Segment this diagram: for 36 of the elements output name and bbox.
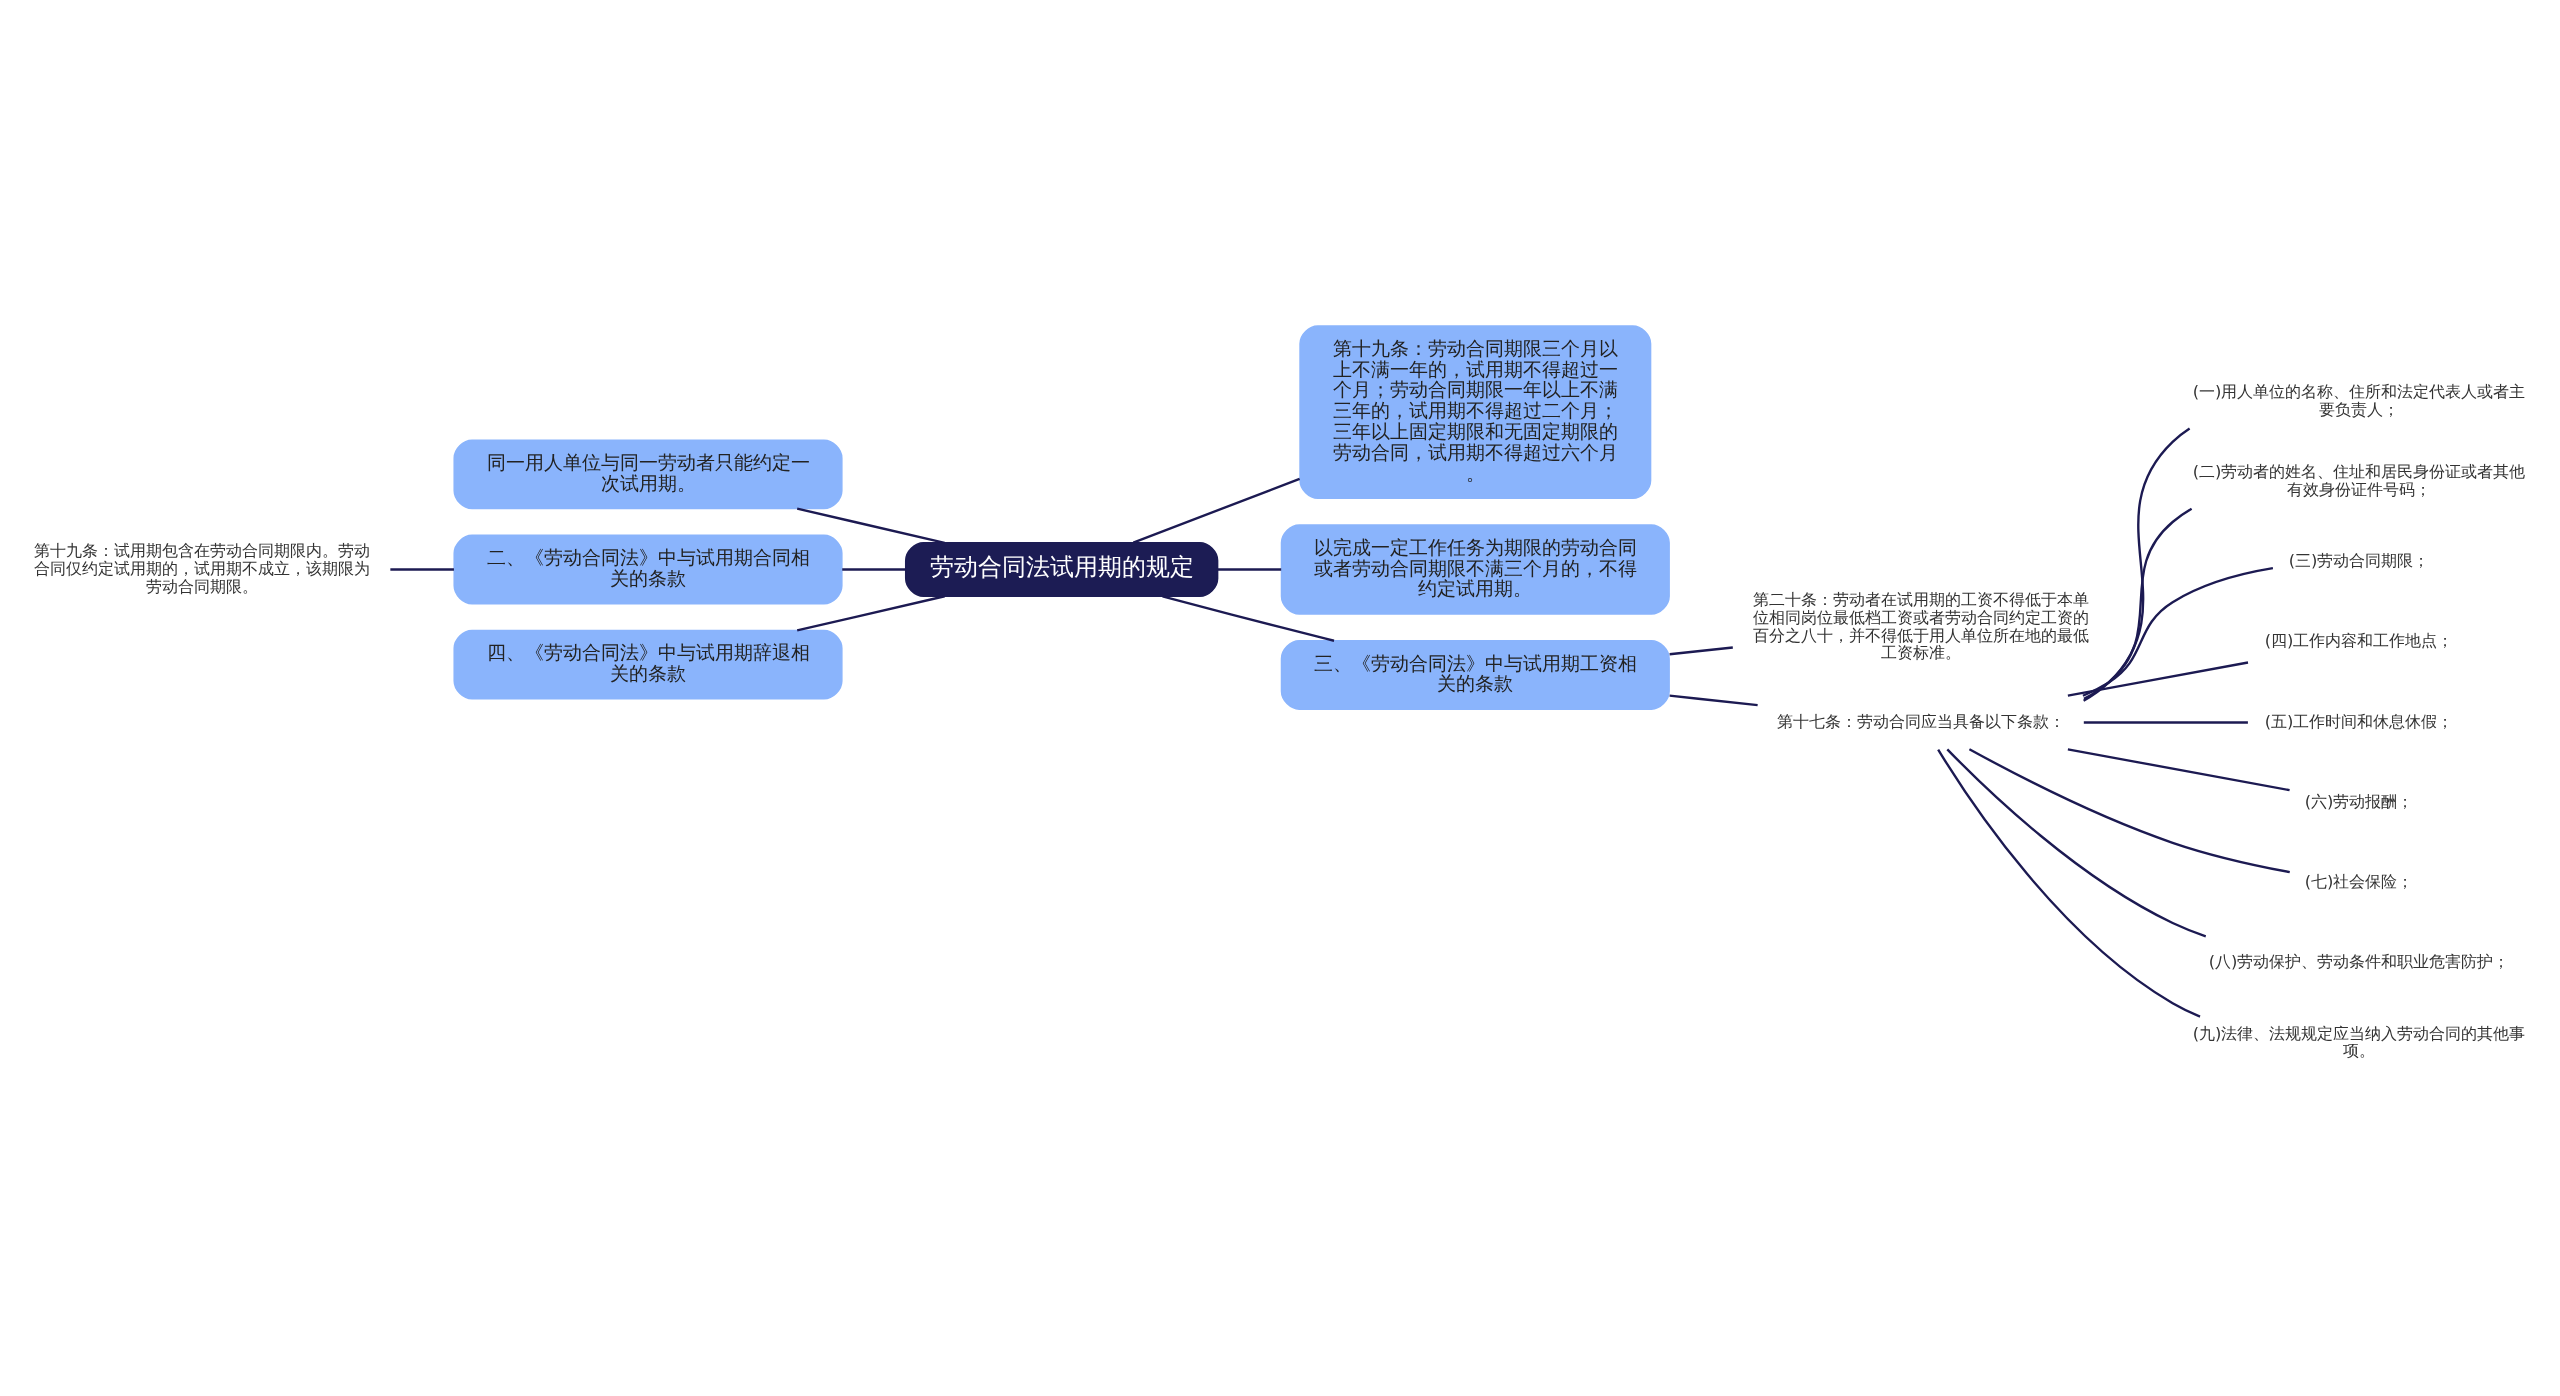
connector — [2083, 721, 2248, 724]
connector — [1669, 646, 1733, 656]
connector — [796, 507, 945, 544]
connector — [390, 568, 454, 571]
node-text: (八)劳动保护、劳动条件和职业危害防护； — [2208, 952, 2510, 972]
node-box: 第十九条：劳动合同期限三个月以上不满一年的，试用期不得超过一个月；劳动合同期限一年以上不满三年的，试用期不得超过二个月；三年以上固定期限和无固定期限的劳动合同，试用期不得超过六个月。 — [1299, 325, 1652, 499]
node-box: 以完成一定工作任务为期限的劳动合同或者劳动合同期限不满三个月的，不得约定试用期。 — [1280, 524, 1670, 615]
connector — [2067, 748, 2290, 792]
node-text: 第十七条：劳动合同应当具备以下条款： — [1776, 711, 2065, 731]
node-text: (四)工作内容和工作地点； — [2264, 631, 2454, 651]
node-text: (二)劳动者的姓名、住址和居民身份证或者其他有效身份证件号码； — [2192, 462, 2526, 499]
node-text: (六)劳动报酬； — [2304, 791, 2414, 811]
node-text: 第二十条：劳动者在试用期的工资不得低于本单位相同岗位最低档工资或者劳动合同约定工资的百分之八十，并不得低于用人单位所在地的最低工资标准。 — [1752, 589, 2089, 663]
node-box: 二、《劳动合同法》中与试用期合同相关的条款 — [453, 534, 843, 605]
node-text: (三)劳动合同期限； — [2288, 551, 2430, 571]
connector — [2067, 661, 2249, 697]
node-box: 三、《劳动合同法》中与试用期工资相关的条款 — [1280, 640, 1670, 710]
connector — [2083, 427, 2191, 702]
connector — [2082, 567, 2274, 697]
node-box: 同一用人单位与同一劳动者只能约定一次试用期。 — [453, 439, 843, 510]
connector — [1937, 748, 2201, 1018]
node-text: (一)用人单位的名称、住所和法定代表人或者主要负责人； — [2192, 381, 2526, 419]
node-text: (七)社会保险； — [2304, 872, 2414, 892]
connector — [1968, 748, 2290, 874]
connector — [796, 595, 945, 632]
connector — [1217, 568, 1282, 571]
connector — [1946, 748, 2207, 938]
connector — [1132, 477, 1301, 544]
node-box: 四、《劳动合同法》中与试用期辞退相关的条款 — [453, 629, 843, 700]
node-text: (五)工作时间和休息休假； — [2264, 711, 2454, 731]
node-text: 第十九条：试用期包含在劳动合同期限内。劳动合同仅约定试用期的，试用期不成立，该期限为劳动合同期限。 — [34, 540, 371, 596]
connector — [2083, 507, 2193, 700]
node-text: (九)法律、法规规定应当纳入劳动合同的其他事项。 — [2192, 1023, 2526, 1061]
connector — [1669, 694, 1758, 707]
node-box: 劳动合同法试用期的规定 — [904, 542, 1219, 597]
connector — [842, 568, 906, 571]
